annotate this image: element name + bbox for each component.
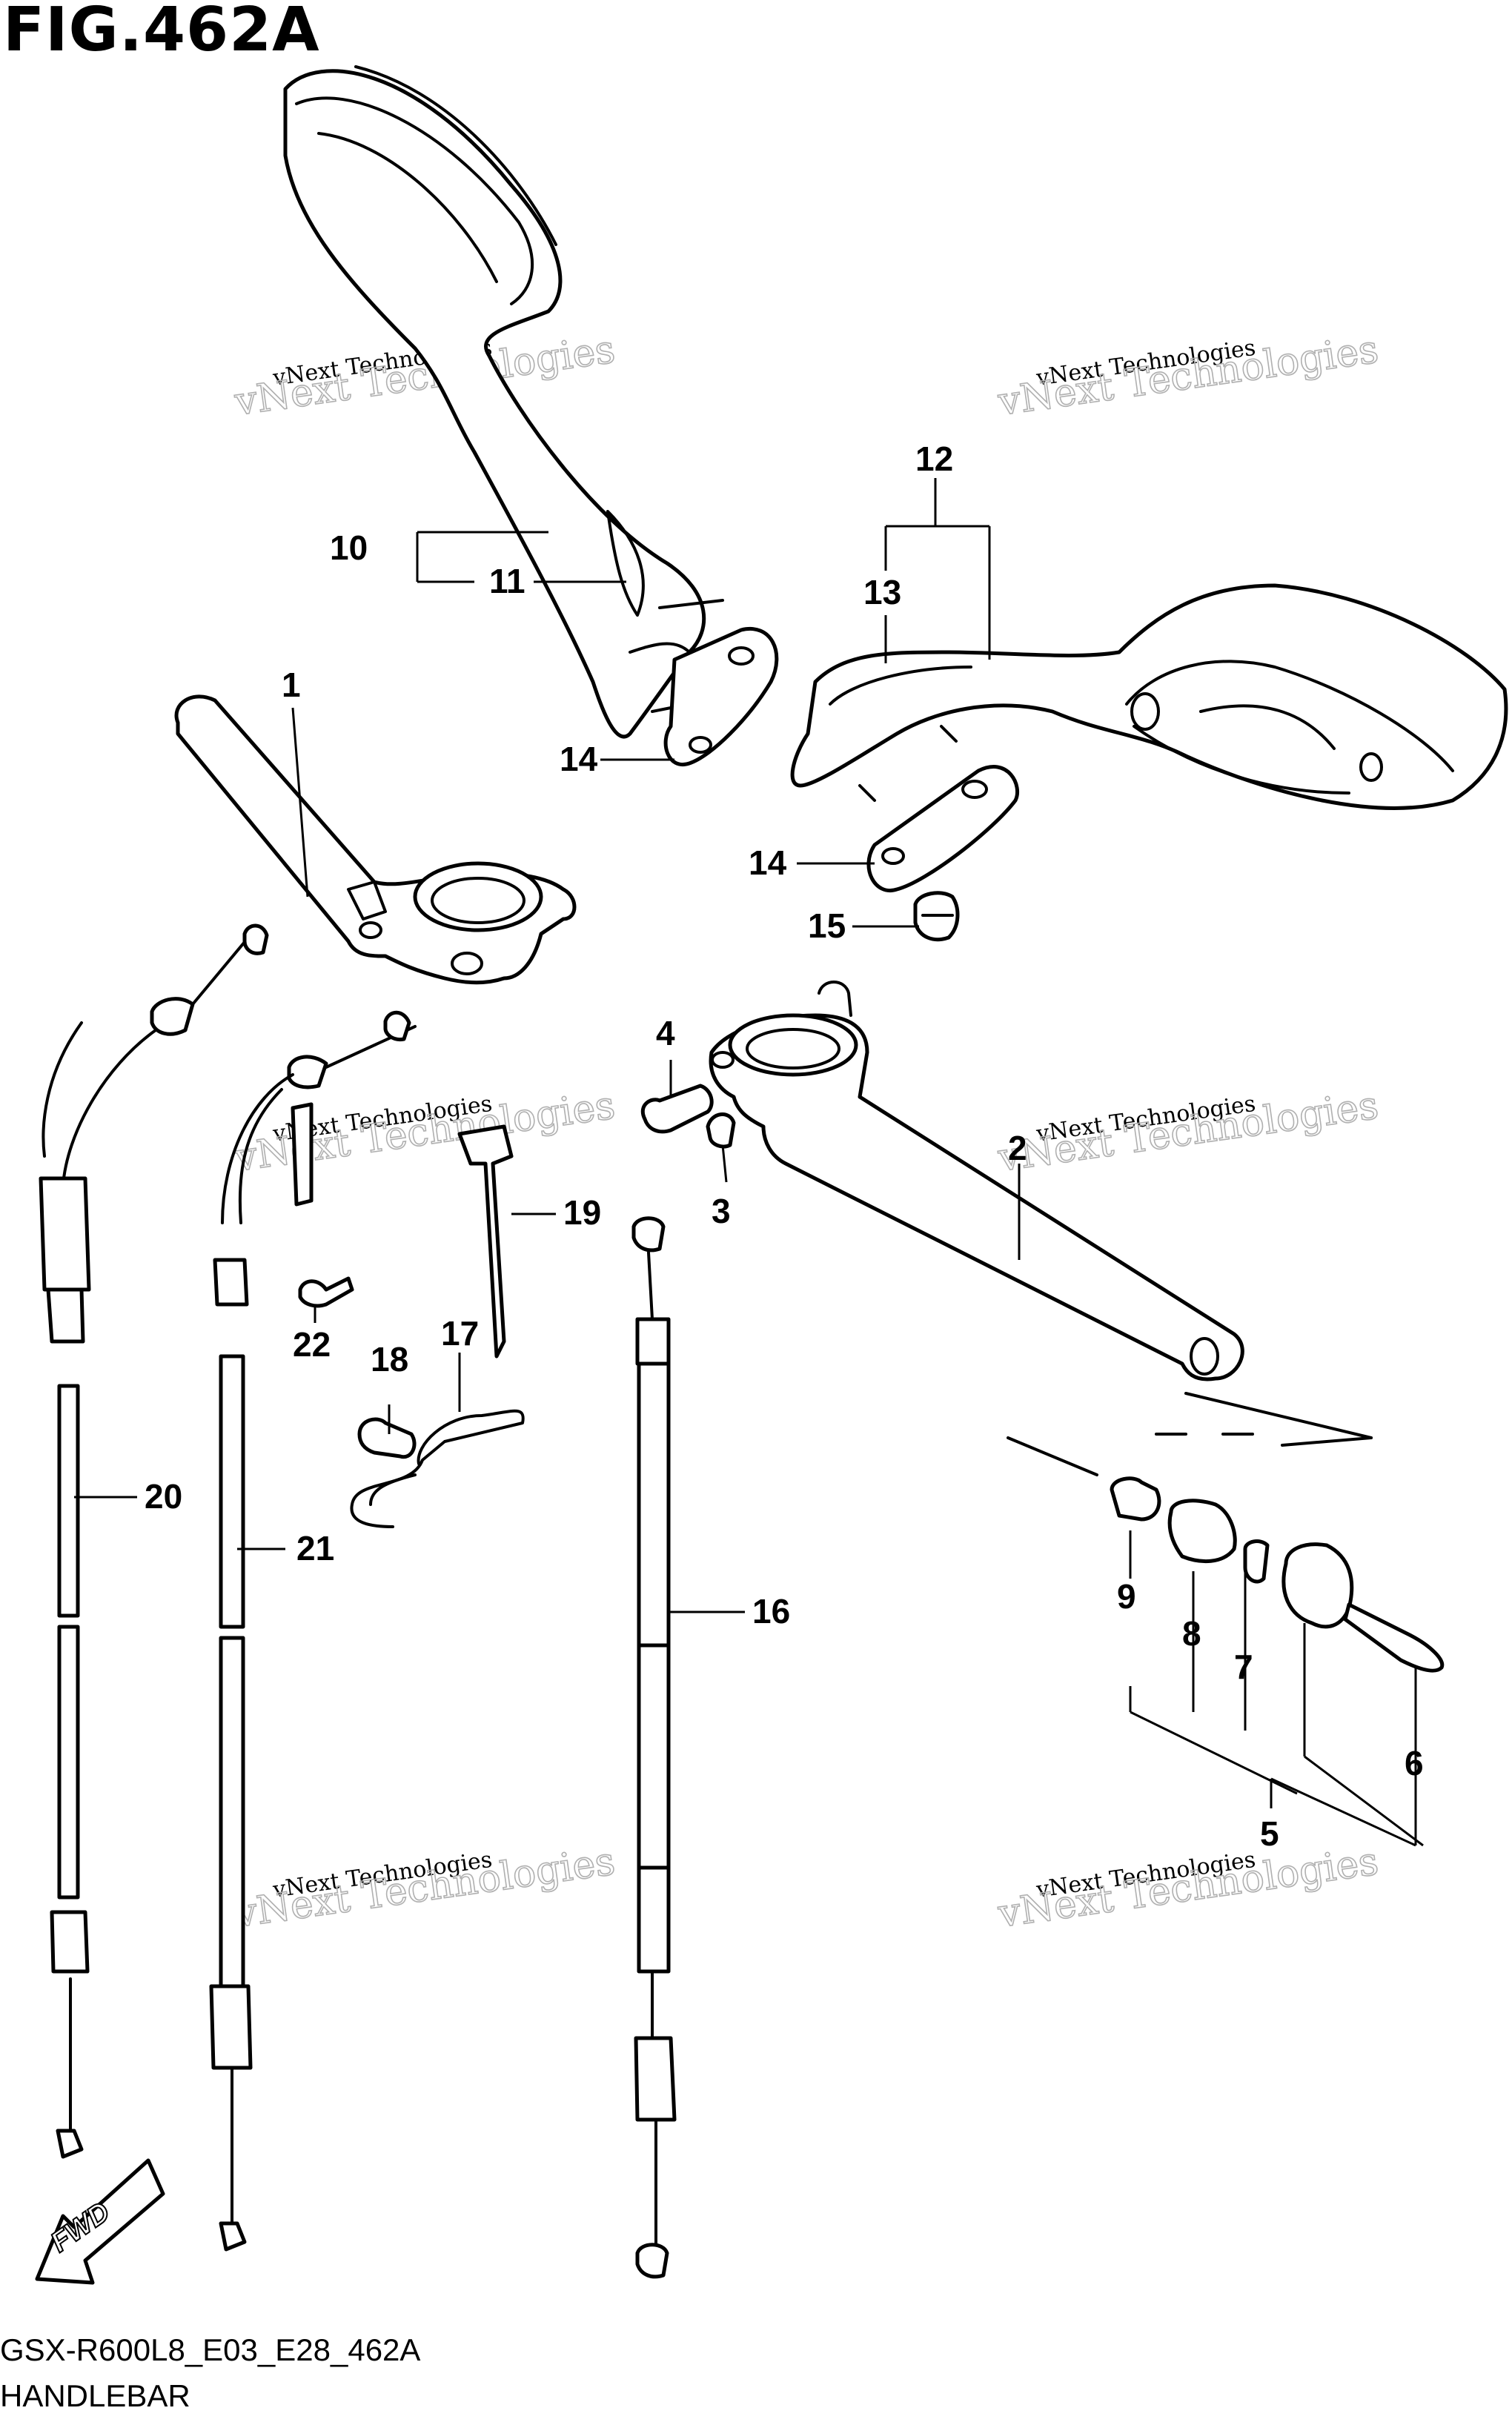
callout-3: 3 <box>712 1192 731 1230</box>
mirror-plate-left <box>663 627 779 767</box>
mirror-plate-right <box>866 765 1020 893</box>
bar-end-assembly <box>1007 1392 1445 1673</box>
right-mirror-drawing <box>790 583 1508 810</box>
callout-18: 18 <box>371 1340 408 1379</box>
watermark-middle-left: vNext Technologies vNext Technologies <box>231 1083 618 1181</box>
figure-name: HANDLEBAR <box>0 2378 190 2413</box>
fwd-direction-arrow: FWD <box>35 2158 165 2285</box>
svg-text:vNext Technologies: vNext Technologies <box>995 1840 1381 1937</box>
callout-7: 7 <box>1234 1648 1253 1686</box>
leader-lines <box>74 478 1424 1847</box>
bolt-4 <box>641 1084 714 1134</box>
callout-1: 1 <box>282 666 301 704</box>
cable-21-drawing <box>209 1010 417 2252</box>
callout-21: 21 <box>296 1529 334 1568</box>
watermark-middle-right: vNext Technologies vNext Technologies <box>995 1083 1382 1181</box>
callout-13: 13 <box>863 573 901 611</box>
figure-title: FIG.462A <box>3 0 320 65</box>
callout-17: 17 <box>441 1314 479 1353</box>
svg-text:vNext Technologies: vNext Technologies <box>995 1084 1381 1181</box>
svg-text:vNext Technologies: vNext Technologies <box>231 1084 617 1181</box>
callout-5: 5 <box>1260 1814 1279 1853</box>
callout-16: 16 <box>752 1592 790 1631</box>
callout-numbers: 1 2 3 4 5 6 7 8 9 10 11 12 13 14 14 15 1… <box>145 439 1424 1853</box>
callout-19: 19 <box>563 1193 601 1232</box>
left-mirror-drawing <box>283 65 724 739</box>
callout-14-upper: 14 <box>560 740 598 778</box>
nut-15 <box>913 891 960 942</box>
tie-19 <box>457 1124 514 1359</box>
bolt-18 <box>357 1417 417 1459</box>
callout-14-lower: 14 <box>749 843 787 882</box>
callout-22: 22 <box>293 1325 331 1364</box>
watermark-bottom-left: vNext Technologies vNext Technologies <box>231 1839 618 1937</box>
svg-text:vNext Technologies: vNext Technologies <box>231 1840 617 1937</box>
callout-6: 6 <box>1405 1744 1424 1782</box>
callout-11: 11 <box>489 562 525 600</box>
cable-16-drawing <box>631 1216 677 2279</box>
callout-15: 15 <box>808 906 846 945</box>
callout-4: 4 <box>656 1014 675 1052</box>
screw-22 <box>298 1276 354 1308</box>
callout-12: 12 <box>915 439 953 478</box>
watermark-bottom-right: vNext Technologies vNext Technologies <box>995 1839 1382 1937</box>
callout-9: 9 <box>1117 1577 1136 1616</box>
left-handlebar-drawing <box>174 694 577 985</box>
svg-text:vNext Technologies: vNext Technologies <box>995 328 1381 425</box>
callout-20: 20 <box>145 1477 182 1516</box>
cable-20-drawing <box>39 923 269 2159</box>
callout-2: 2 <box>1008 1129 1027 1167</box>
right-handlebar-drawing <box>709 981 1244 1381</box>
callout-10: 10 <box>330 528 368 567</box>
watermark-top-right: vNext Technologies vNext Technologies <box>995 327 1382 425</box>
clamp-17 <box>350 1409 525 1528</box>
washer-3 <box>706 1112 736 1149</box>
figure-code: GSX-R600L8_E03_E28_462A <box>0 2332 421 2367</box>
callout-8: 8 <box>1182 1614 1201 1653</box>
